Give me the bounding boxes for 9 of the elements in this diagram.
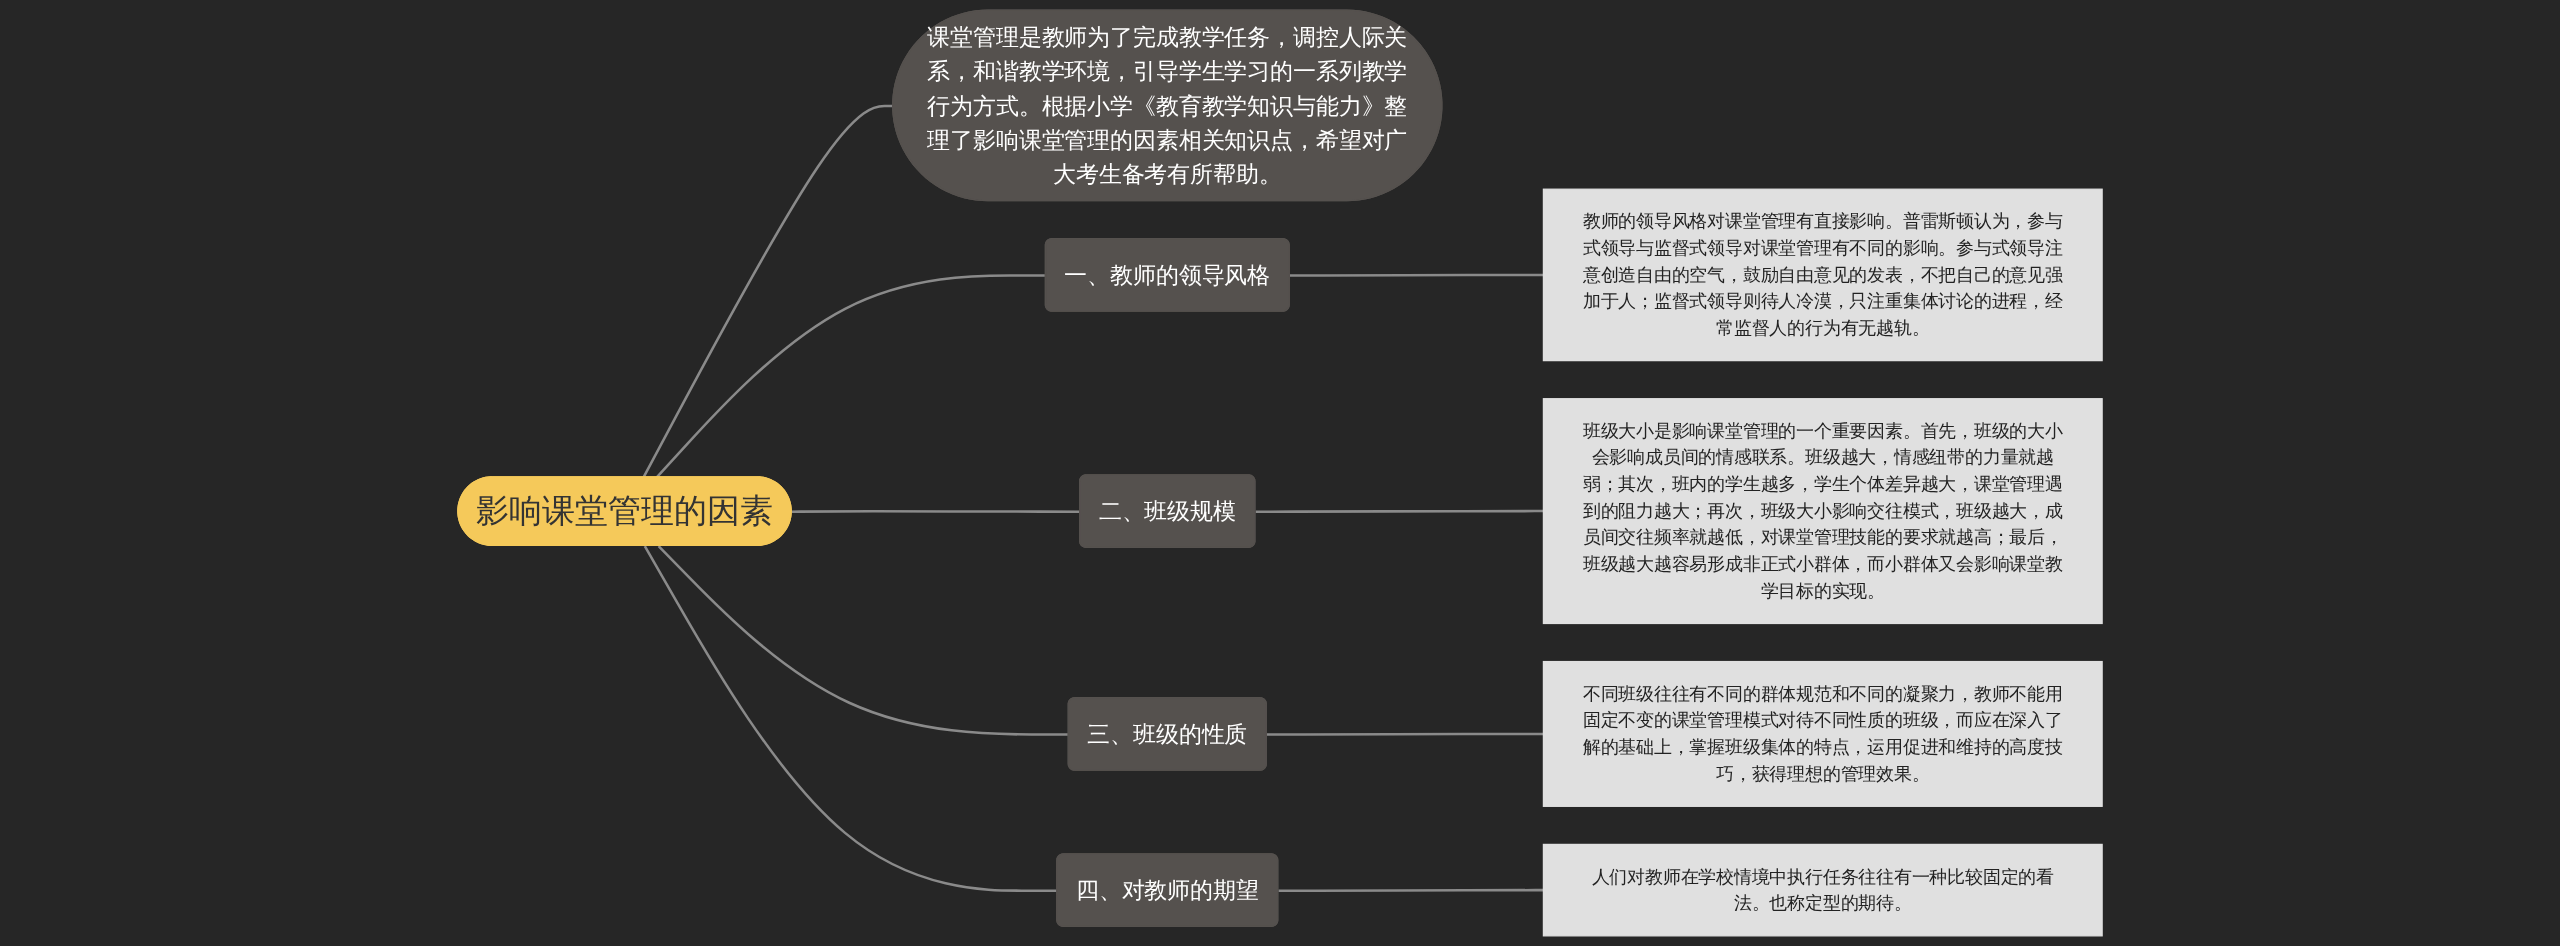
connector xyxy=(657,545,1069,736)
connector xyxy=(1278,888,1544,893)
node-box: 人们对教师在学校情境中执行任务往往有一种比较固定的看法。也称定型的期待。 xyxy=(1542,843,2103,937)
node-box: 不同班级往往有不同的群体规范和不同的凝聚力，教师不能用固定不变的课堂管理模式对待不同性质的班级，而应在深入了解的基础上，掌握班级集体的特点，运用促进和维持的高度技巧，获得理想的管理效果。 xyxy=(1542,660,2103,807)
connector xyxy=(1255,509,1544,513)
node-box: 班级大小是影响课堂管理的一个重要因素。首先，班级的大小会影响成员间的情感联系。班级越大，情感纽带的力量就越弱；其次，班内的学生越多，学生个体差异越大，课堂管理遇到的阻力越大；再次，班级大小影响交往模式，班级越大，成员间交往频率就越低，对课堂管理技能的要求就越高；最后，班级越大越容易形成非正式小群体，而小群体又会影响课堂教学目标的实现。 xyxy=(1542,398,2103,625)
node-box: 教师的领导风格对课堂管理有直接影响。普雷斯顿认为，参与式领导与监督式领导对课堂管理有不同的影响。参与式领导注意创造自由的空气，鼓励自由意见的发表，不把自己的意见强加于人；监督式领导则待人冷漠，只注重集体讨论的进程，经常监督人的行为有无越轨。 xyxy=(1542,188,2103,362)
connector xyxy=(1266,732,1544,736)
connector xyxy=(1289,273,1544,277)
